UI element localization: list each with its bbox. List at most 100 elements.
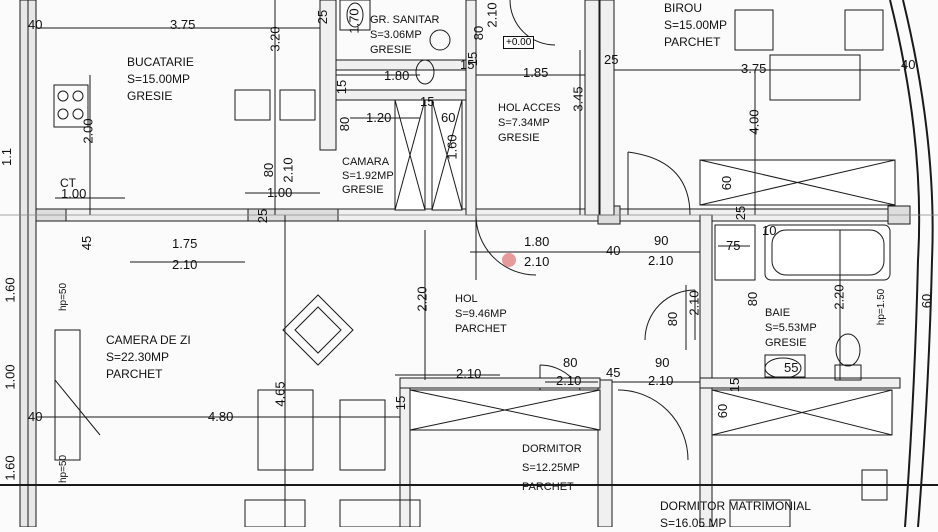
room-floor: GRESIE <box>498 132 540 144</box>
dimension-label: 25 <box>733 205 749 221</box>
room-area: S=7.34MP <box>498 117 550 129</box>
dimension-label: 2.00 <box>80 118 96 144</box>
room-gr-sanitar: GR. SANITAR S=3.06MP GRESIE <box>370 13 439 58</box>
dimension-label: 4.00 <box>746 109 762 135</box>
dimension-label: 40 <box>28 409 43 424</box>
room-floor: PARCHET <box>664 35 721 49</box>
dimension-label: 45 <box>606 365 621 380</box>
bathtub <box>764 224 891 281</box>
dimension-label: 25 <box>315 9 331 25</box>
room-floor: PARCHET <box>522 481 574 493</box>
dimension-label: 90 <box>655 355 670 370</box>
room-birou: BIROU S=15.00MP PARCHET <box>664 0 727 51</box>
dimension-label: 80 <box>563 355 578 370</box>
room-floor: GRESIE <box>127 89 173 103</box>
dimension-label: 75 <box>726 238 741 253</box>
dimension-label: 2.10 <box>172 257 198 272</box>
stove <box>53 84 89 128</box>
dimension-label: 10 <box>762 223 777 238</box>
room-floor: PARCHET <box>106 367 163 381</box>
room-hol-acces: HOL ACCES S=7.34MP GRESIE <box>498 101 561 146</box>
dimension-label: 1.70 <box>346 8 362 34</box>
room-dormitor: DORMITOR S=12.25MP PARCHET <box>522 440 582 497</box>
dimension-label: 2.20 <box>831 284 847 310</box>
dimension-label: 1.00 <box>267 185 293 200</box>
dimension-label: 3.20 <box>267 26 283 52</box>
room-area: S=12.25MP <box>522 462 580 474</box>
dimension-label: 2.10 <box>648 373 674 388</box>
room-name: HOL <box>455 293 478 305</box>
dimension-label: 2.10 <box>484 2 500 28</box>
dimension-label: 90 <box>654 233 669 248</box>
dimension-label: 4.80 <box>208 409 234 424</box>
dimension-label: 15 <box>334 79 350 95</box>
room-area: S=15.00MP <box>664 18 728 32</box>
room-ct: CT <box>60 176 76 190</box>
dimension-label: 55 <box>784 360 799 375</box>
dimension-label: 2.20 <box>414 286 430 312</box>
dimension-label: 25 <box>604 52 619 67</box>
dimension-label: 1.1 <box>0 147 15 167</box>
dimension-label: 40 <box>901 57 916 72</box>
right-exterior-wall <box>889 0 921 527</box>
room-name: GR. SANITAR <box>370 14 440 26</box>
dimension-label: 1.80 <box>384 68 410 83</box>
dimension-label: 2.10 <box>280 157 296 183</box>
door-swing <box>475 214 537 276</box>
dimension-label: 80 <box>261 162 277 178</box>
dimension-label: hp=50 <box>58 282 70 312</box>
dimension-label: 80 <box>745 291 761 307</box>
room-hol: HOL S=9.46MP PARCHET <box>455 292 507 337</box>
room-name: BUCATARIE <box>127 55 194 69</box>
room-name: HOL ACCES <box>498 102 561 114</box>
dimension-label: 15 <box>460 57 475 72</box>
room-name: DORMITOR <box>522 443 582 455</box>
room-area: S=9.46MP <box>455 308 507 320</box>
dimension-label: 45 <box>79 235 95 251</box>
dimension-label: 3.75 <box>170 17 196 32</box>
toilet <box>835 333 861 367</box>
dimension-label: 15 <box>465 51 481 67</box>
dimension-label: 1.60 <box>444 134 460 160</box>
room-name: DORMITOR MATRIMONIAL <box>660 499 811 513</box>
dimension-label: 3.75 <box>741 61 767 76</box>
dimension-label: 4.65 <box>272 381 288 407</box>
room-name: CAMERA DE ZI <box>106 333 191 347</box>
dimension-label: 1.75 <box>172 236 198 251</box>
dimension-label: 3.45 <box>570 86 586 112</box>
dimension-label: 2.10 <box>524 254 550 269</box>
room-area: S=22.30MP <box>106 350 170 364</box>
cursor-marker <box>502 253 516 267</box>
dimension-label: 15 <box>393 395 409 411</box>
room-bucatarie: BUCATARIE S=15.00MP GRESIE <box>127 54 194 105</box>
room-floor: PARCHET <box>455 323 507 335</box>
room-floor: GRESIE <box>342 184 384 196</box>
dimension-label: 60 <box>441 110 456 125</box>
dimension-label: 40 <box>606 243 621 258</box>
room-baie: BAIE S=5.53MP GRESIE <box>765 306 817 351</box>
room-area: S=15.00MP <box>127 72 191 86</box>
dimension-label: 2.10 <box>456 366 482 381</box>
dimension-label: 60 <box>919 293 935 309</box>
room-name: BIROU <box>664 1 703 15</box>
room-area: S=16.05 MP <box>660 516 727 530</box>
dimension-label: 1.00 <box>2 364 18 390</box>
dimension-label: hp=1.50 <box>876 288 888 326</box>
room-area: S=5.53MP <box>765 322 817 334</box>
dimension-label: 1.00 <box>61 186 87 201</box>
dimension-label: 80 <box>665 311 681 327</box>
dimension-label: 25 <box>255 208 271 224</box>
room-name: BAIE <box>765 307 791 319</box>
dimension-label: hp=50 <box>58 454 70 484</box>
room-camara: CAMARA S=1.92MP GRESIE <box>342 155 394 197</box>
room-area: S=1.92MP <box>342 170 394 182</box>
level-marker: +0.00 <box>503 36 535 49</box>
dimension-label: 1.85 <box>523 65 549 80</box>
dimension-label: 2.10 <box>556 373 582 388</box>
dimension-label: 1.60 <box>2 455 18 481</box>
room-floor: GRESIE <box>765 337 807 349</box>
table <box>282 294 354 366</box>
dimension-label: 15 <box>727 377 743 393</box>
